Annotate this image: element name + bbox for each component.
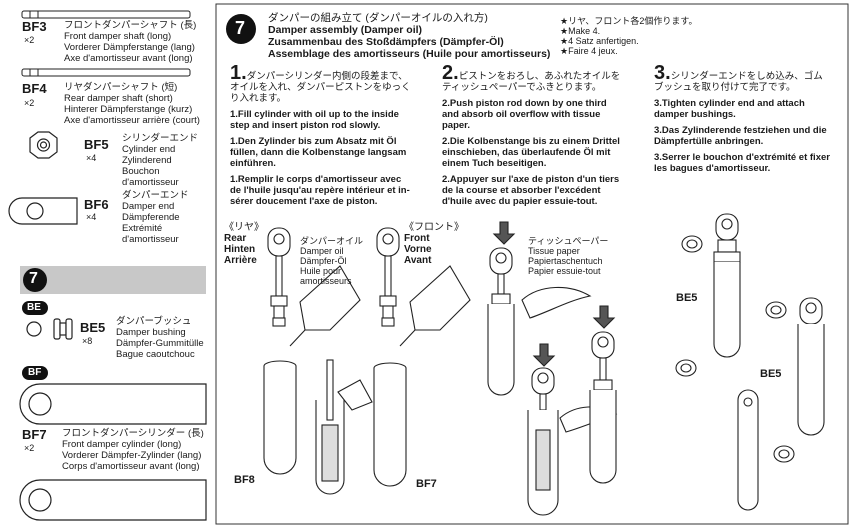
bf7-quantity: ×2	[24, 443, 35, 453]
damper-oil-label: ダンパーオイル Damper oil Dämpfer-Öl Huile pour…	[300, 236, 364, 286]
step2-push-damper-drawing	[527, 343, 559, 516]
bf4-shaft-drawing	[21, 68, 191, 77]
front-piston-rod-drawing	[376, 227, 400, 327]
bag-bf-badge	[22, 366, 48, 380]
bf6-damper-end-drawing	[8, 197, 78, 225]
rear-label: 《リヤ》 Rear Hinten Arrière	[224, 222, 264, 266]
step-7-badge: 7	[29, 270, 38, 287]
step-panel-frame	[215, 3, 849, 525]
be5-code: BE5	[80, 320, 106, 335]
instruction-step-3: 3.シリンダーエンドをしめ込み、ゴム ブッシュを取り付けて完了です。 3.Tig…	[654, 62, 830, 174]
step-title: ダンパーの組み立て (ダンパーオイルの入れ方) Damper assembly …	[268, 12, 551, 60]
front-cylinder-drawing	[373, 362, 407, 487]
bf4-code: BF4	[22, 81, 47, 96]
instruction-step-2: 2.ピストンをおろし、あふれたオイルを ティッシュペーパーでふきとります。 2.…	[442, 62, 621, 207]
bag-be-label: BE	[27, 302, 41, 313]
rear-cylinder-drawing	[263, 360, 297, 475]
bf8-cylinder-drawing	[19, 479, 207, 521]
step2-wipe-damper-drawing	[589, 305, 617, 484]
step-number-badge: 7	[235, 18, 246, 38]
bf6-quantity: ×4	[86, 212, 97, 222]
rear-oil-bottle-drawing	[289, 265, 361, 347]
bf4-quantity: ×2	[24, 98, 35, 108]
bf7-cylinder-drawing	[19, 383, 207, 425]
be5-quantity: ×8	[82, 336, 93, 346]
step3-lower-damper-drawing	[737, 297, 825, 511]
bf4-labels: リヤダンパーシャフト (短)Rear damper shaft (short)H…	[64, 82, 200, 126]
tissue-paper-label: ティッシュペーパー Tissue paper Papiertaschentuch…	[528, 236, 609, 276]
bf3-code: BF3	[22, 19, 47, 34]
bf5-quantity: ×4	[86, 153, 97, 163]
bf3-labels: フロントダンパーシャフト (長)Front damper shaft (long…	[64, 20, 197, 64]
make-quantity-note: ★リヤ、フロント各2個作ります。 ★Make 4. ★4 Satz anfert…	[560, 16, 698, 56]
bf3-quantity: ×2	[24, 35, 35, 45]
be5-callout-lower: BE5	[760, 368, 782, 380]
bf5-code: BF5	[84, 137, 109, 152]
front-oil-bottle-drawing	[399, 265, 471, 347]
bf6-code: BF6	[84, 197, 109, 212]
step3-upper-damper-drawing	[675, 213, 741, 377]
bf7-labels: フロントダンパーシリンダー (長)Front damper cylinder (…	[62, 428, 204, 472]
front-label: 《フロント》 Front Vorne Avant	[404, 222, 464, 266]
bf7-code: BF7	[22, 427, 47, 442]
bf3-shaft-drawing	[21, 10, 191, 19]
instruction-step-1: 1.ダンパーシリンダー内側の段差まで、 オイルを入れ、ダンパーピストンをゆっく …	[230, 62, 411, 207]
bf8-callout: BF8	[234, 474, 255, 486]
bag-be-badge	[22, 301, 48, 315]
bag-bf-label: BF	[28, 367, 42, 378]
be5-bushing-drawing	[26, 318, 73, 340]
rear-cutaway-drawing	[315, 359, 373, 495]
be5-callout-upper: BE5	[676, 292, 698, 304]
rear-piston-rod-drawing	[267, 227, 291, 327]
step-7-banner	[20, 266, 206, 294]
bf7-callout: BF7	[416, 478, 437, 490]
step2-damper-drawing	[487, 221, 516, 396]
bf5-cylinder-end-drawing	[29, 131, 58, 159]
